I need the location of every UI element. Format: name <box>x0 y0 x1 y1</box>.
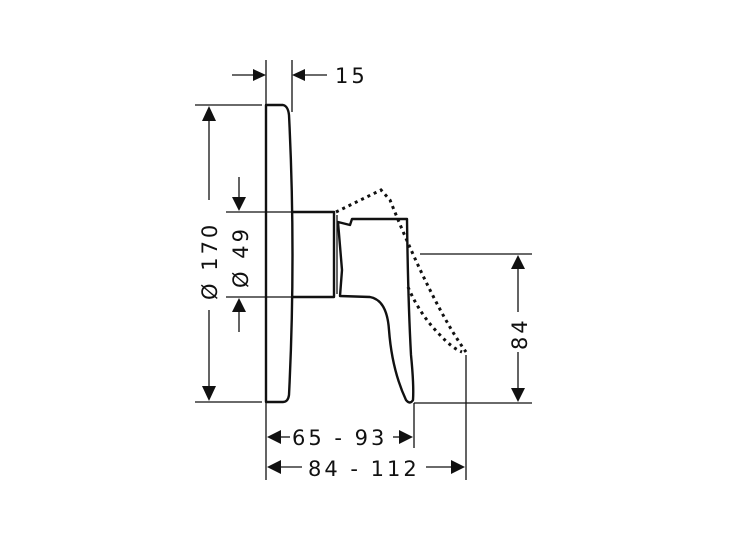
dim-15-label: 15 <box>335 64 368 88</box>
arrow-icon <box>232 197 246 211</box>
arrow-icon <box>399 430 413 444</box>
lever-handle <box>336 217 415 404</box>
arrow-icon <box>253 69 266 81</box>
arrow-icon <box>232 298 246 312</box>
dim-84-112-label: 84 - 112 <box>308 457 420 481</box>
dim-49-label: Ø 49 <box>229 226 253 288</box>
arrow-icon <box>202 106 216 121</box>
dim-65-93-label: 65 - 93 <box>292 426 387 450</box>
escutcheon-cylinder <box>292 210 336 299</box>
arrow-icon <box>267 430 281 444</box>
arrow-icon <box>202 386 216 401</box>
lever-handle-raised-position <box>335 188 468 354</box>
arrow-icon <box>511 388 525 402</box>
wall-plate <box>264 103 294 404</box>
dim-170-label: Ø 170 <box>198 222 222 300</box>
arrow-icon <box>511 255 525 269</box>
arrow-icon <box>267 460 281 474</box>
arrow-icon <box>451 460 465 474</box>
arrow-icon <box>292 69 305 81</box>
dim-84-label: 84 <box>508 317 532 350</box>
